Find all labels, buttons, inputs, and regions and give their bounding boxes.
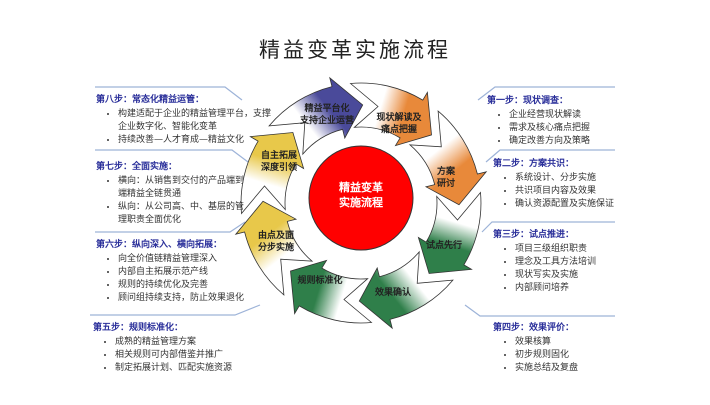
separator-line [95,221,246,233]
step-item: 理念及工具方法培训 [515,256,596,269]
step-title: 第四步：效果评价： [493,323,575,333]
step-item: 制定拓展计划、匹配实施资源 [115,362,283,375]
segment-text: 痛点把握 [380,125,417,135]
separator-line [90,304,261,316]
step-item: 初步规则固化 [515,349,578,362]
center-label-line: 实施流程 [339,196,383,209]
segment-text: 方案 [436,167,455,177]
segment-text: 由点及面 [257,231,294,241]
step-item: 构建适配于企业的精益管理平台，支撑企业数字化、智能化变革 [118,108,276,134]
step-item: 成熟的精益管理方案 [115,336,283,349]
segment-text: 研讨 [436,179,455,189]
segment-text: 自主拓展 [260,151,297,161]
segment-text: 规则标准化 [297,276,343,286]
step-4-box: 第四步：效果评价： 效果核算初步规则固化实施总结及复盘 [493,322,578,375]
step-item: 横向：从销售到交付的产品端到端精益全链贯通 [118,175,246,201]
cycle-arrow-segment [290,259,373,324]
separator-line [477,86,615,101]
segment-text: 精益平台化 [304,104,350,114]
separator-line [464,304,615,317]
step-8-box: 第八步：常态化精益运管： 构建适配于企业的精益管理平台，支撑企业数字化、智能化变革… [96,94,276,147]
segment-text: 试点先行 [425,241,462,251]
step-item: 实施总结及复盘 [515,362,578,375]
step-item: 向全价值链精益管理深入 [118,253,266,266]
step-item: 需求及核心痛点把握 [509,122,590,135]
separator-line [485,149,615,163]
step-title: 第七步：全面实施： [96,162,178,172]
cycle-segment-label: 精益平台化支持企业运营 [292,103,362,127]
step-item: 效果核算 [515,336,578,349]
segment-text: 分步实施 [257,243,294,253]
cycle-segment-label: 由点及面分步实施 [241,230,311,254]
cycle-segment-label: 现状解读及痛点把握 [364,112,434,136]
cycle-arrow-segment [408,110,488,206]
cycle-arrow-segment [417,191,482,274]
step-title: 第一步：现状调查： [487,96,569,106]
step-6-box: 第六步：纵向深入、横向拓展： 向全价值链精益管理深入内部自主拓展示范产线规则的持续… [96,239,266,305]
step-item: 确认资源配置及实施保证 [515,198,614,211]
step-item: 纵向：从公司高、中、基层的管理职责全面优化 [118,201,246,227]
cycle-segment-label: 试点先行 [409,240,479,252]
step-title: 第二步：方案共识： [493,159,575,169]
separator-line [481,221,615,233]
step-title: 第八步：常态化精益运管： [96,95,205,105]
cycle-segment-label: 效果确认 [358,287,428,299]
step-item: 持续改善—人才育成—精益文化 [118,134,276,147]
cycle-segment-label: 规则标准化 [285,275,355,287]
cycle-arrow-segment [358,250,454,330]
separator-line [95,86,243,101]
step-item: 确定改善方向及策略 [509,135,590,148]
step-item: 系统设计、分步实施 [515,172,614,185]
step-title: 第六步：纵向深入、横向拓展： [96,240,223,250]
page-title: 精益变革实施流程 [259,38,451,62]
segment-text: 深度引领 [260,163,297,173]
step-item: 相关规则可内部借鉴并推广 [115,349,283,362]
step-7-box: 第七步：全面实施： 横向：从销售到交付的产品端到端精益全链贯通纵向：从公司高、中、… [96,161,246,227]
center-label-line: 精益变革 [339,181,383,194]
cycle-arrow-segment [268,76,364,156]
step-item: 企业经营现状解读 [509,109,590,122]
step-item: 顾问组持续支持，防止效果退化 [118,292,266,305]
separator-line [95,149,249,163]
step-title: 第三步：试点推进： [493,230,575,240]
step-5-box: 第五步：规则标准化： 成熟的精益管理方案相关规则可内部借鉴并推广制定拓展计划、匹配… [93,322,283,375]
cycle-arrow-segment [240,132,305,215]
center-circle [308,145,414,251]
separator-lines [90,86,615,317]
cycle-arrow-segment [234,200,314,296]
step-item: 内部自主拓展示范产线 [118,266,266,279]
segment-text: 现状解读及 [376,113,422,123]
cycle-segment-label: 方案研讨 [411,166,481,190]
cycle-arrow-segment [349,82,432,147]
step-item: 内部顾问培养 [515,282,596,295]
step-title: 第五步：规则标准化： [93,323,184,333]
step-item: 现状写实及实施 [515,269,596,282]
step-item: 共识项目内容及效果 [515,185,614,198]
step-item: 项目三级组织职责 [515,243,596,256]
step-item: 规则的持续优化及完善 [118,279,266,292]
step-3-box: 第三步：试点推进： 项目三级组织职责理念及工具方法培训现状写实及实施内部顾问培养 [493,229,596,295]
step-2-box: 第二步：方案共识： 系统设计、分步实施共识项目内容及效果确认资源配置及实施保证 [493,158,614,211]
segment-text: 效果确认 [374,288,411,298]
segment-text: 支持企业运营 [299,116,354,126]
cycle-segment-label: 自主拓展深度引领 [244,150,314,174]
center-label: 精益变革 实施流程 [321,180,401,210]
step-1-box: 第一步：现状调查： 企业经营现状解读需求及核心痛点把握确定改善方向及策略 [487,95,590,148]
